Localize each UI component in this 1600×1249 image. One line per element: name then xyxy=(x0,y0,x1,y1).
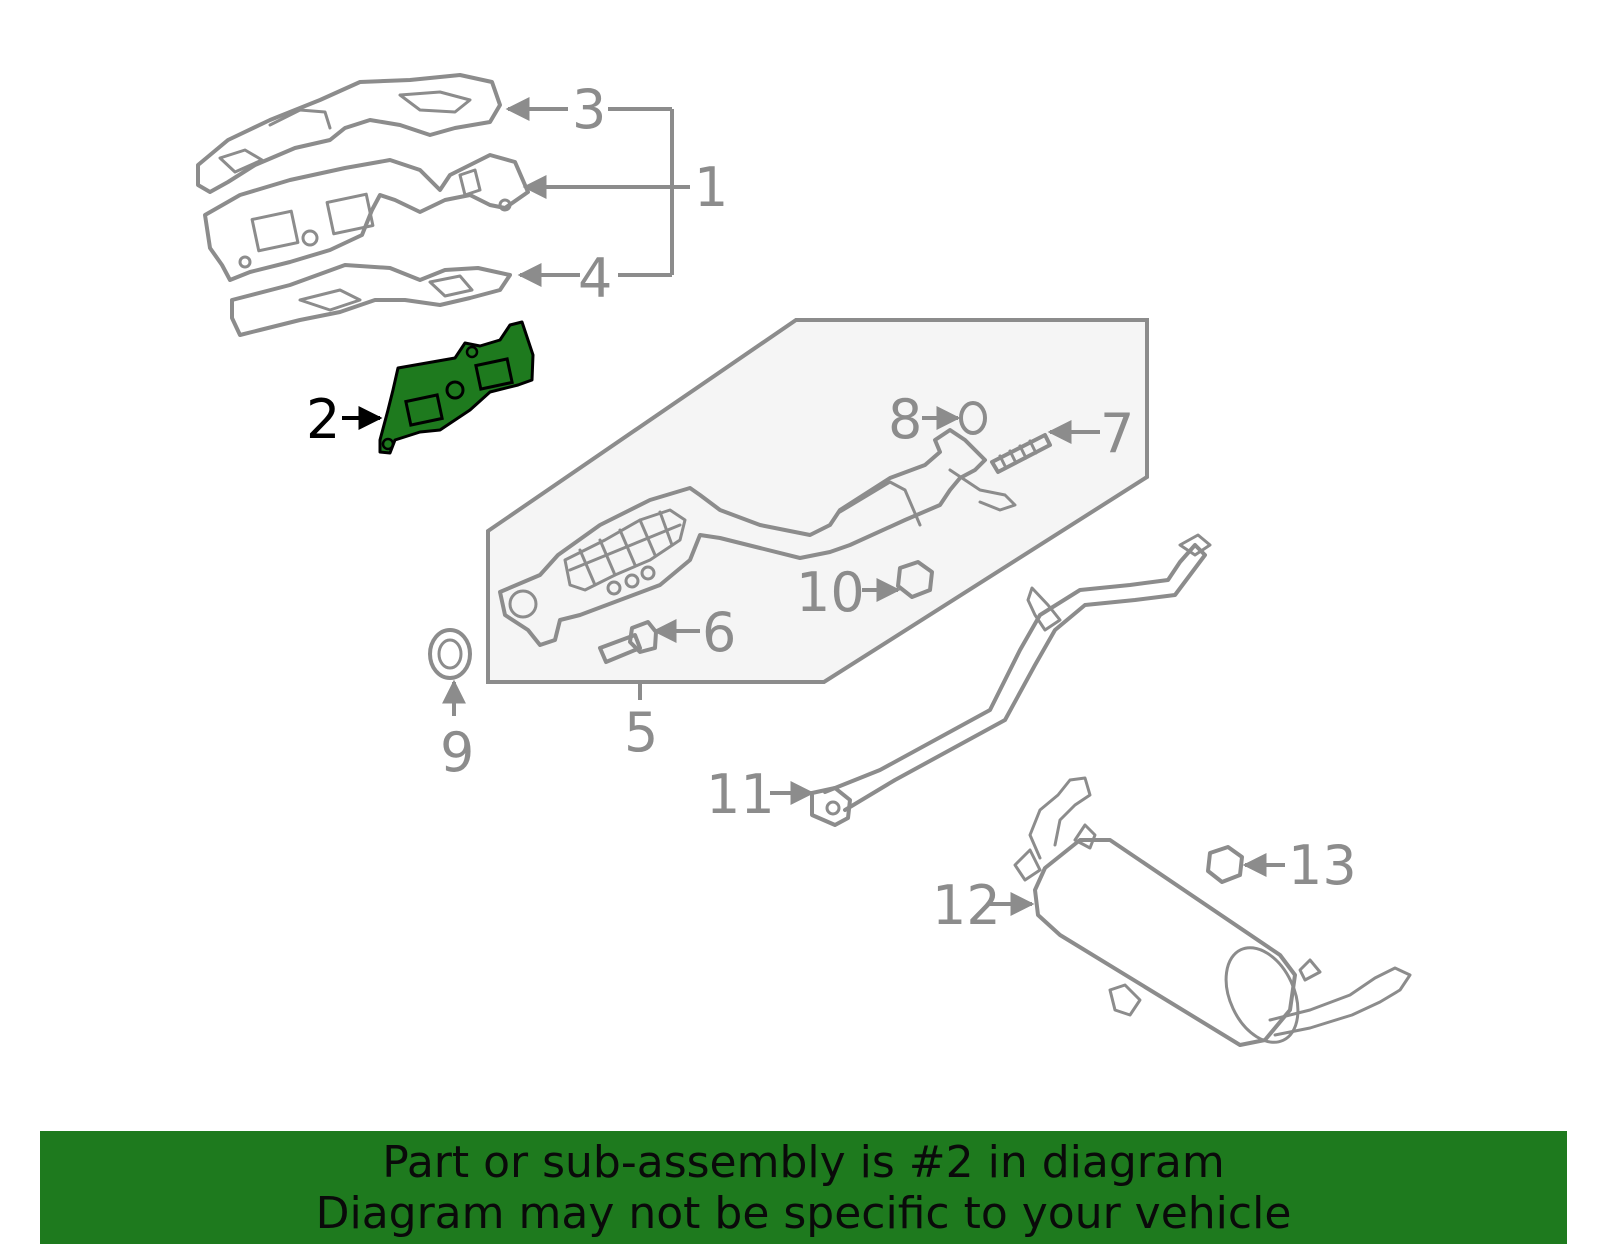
callout-3: 3 xyxy=(572,78,606,141)
callout-10: 10 xyxy=(796,561,865,624)
upper-heat-shield xyxy=(196,73,502,194)
callout-7: 7 xyxy=(1100,402,1134,465)
lower-heat-shield xyxy=(230,263,512,337)
callout-4: 4 xyxy=(578,247,612,310)
front-pipe-converter xyxy=(498,428,1017,647)
manifold-gasket-highlighted[interactable] xyxy=(378,320,535,455)
callout-1: 1 xyxy=(694,156,728,219)
muffler-nut xyxy=(1206,845,1244,884)
muffler xyxy=(1013,776,1412,1047)
callout-12: 12 xyxy=(932,874,1001,937)
callout-2[interactable]: 2 xyxy=(306,388,340,451)
callout-9: 9 xyxy=(440,721,474,784)
exhaust-manifold xyxy=(203,153,530,282)
callout-5: 5 xyxy=(624,701,658,764)
callout-8: 8 xyxy=(888,388,922,451)
callout-13: 13 xyxy=(1288,834,1357,897)
callout-11: 11 xyxy=(706,763,775,826)
callout-6: 6 xyxy=(702,601,736,664)
intermediate-pipe xyxy=(810,533,1212,827)
gasket-ring-small xyxy=(959,401,987,435)
gasket-ring xyxy=(428,628,472,680)
bolt xyxy=(598,620,658,664)
stud xyxy=(990,433,1052,474)
info-banner: Part or sub-assembly is #2 in diagram Di… xyxy=(40,1131,1567,1244)
leader-lines xyxy=(342,97,1285,916)
banner-line-1: Part or sub-assembly is #2 in diagram xyxy=(382,1136,1225,1188)
banner-line-2: Diagram may not be specific to your vehi… xyxy=(315,1187,1292,1239)
